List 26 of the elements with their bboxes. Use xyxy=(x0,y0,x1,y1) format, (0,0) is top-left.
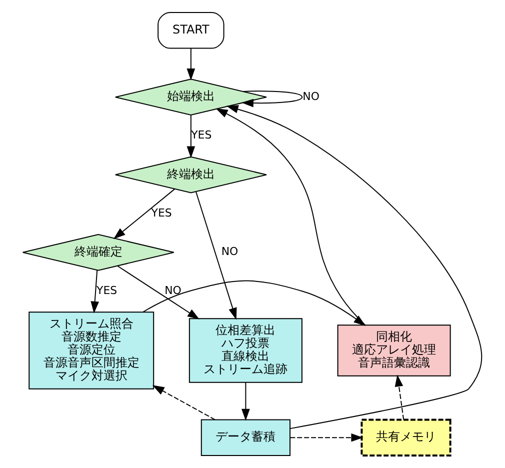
node-diamond: 始端検出 xyxy=(114,78,267,116)
arrow xyxy=(226,105,482,430)
edge-label: YES xyxy=(151,206,172,220)
arrow xyxy=(117,265,200,320)
node-box: 同相化 適応アレイ処理 音声語彙認識 xyxy=(337,324,451,376)
edge-label: NO xyxy=(302,90,320,103)
node-box: 位相差算出 ハフ投票 直線検出 ストリーム追跡 xyxy=(188,318,302,383)
node-diamond: 終端確定 xyxy=(22,234,174,271)
node-box: START xyxy=(158,12,224,49)
arrow xyxy=(195,191,237,320)
edge-label: NO xyxy=(164,284,182,298)
arrow xyxy=(186,114,196,158)
arrow xyxy=(290,433,364,442)
arrow xyxy=(242,382,250,421)
arrow xyxy=(152,385,216,420)
node-diamond: 終端検出 xyxy=(114,156,267,194)
arrow xyxy=(186,48,196,80)
edge-label: YES xyxy=(96,284,118,298)
arrow xyxy=(241,90,303,108)
arrow xyxy=(90,270,100,314)
arrow xyxy=(113,188,176,240)
node-box: データ蓄積 xyxy=(200,419,290,456)
arrow xyxy=(394,374,404,420)
node-box: 共有メモリ xyxy=(360,418,452,457)
edge-label: NO xyxy=(221,245,238,258)
node-box: ストリーム照合 音源数推定 音源定位 音源音声区間推定 マイク対選択 xyxy=(28,312,154,390)
